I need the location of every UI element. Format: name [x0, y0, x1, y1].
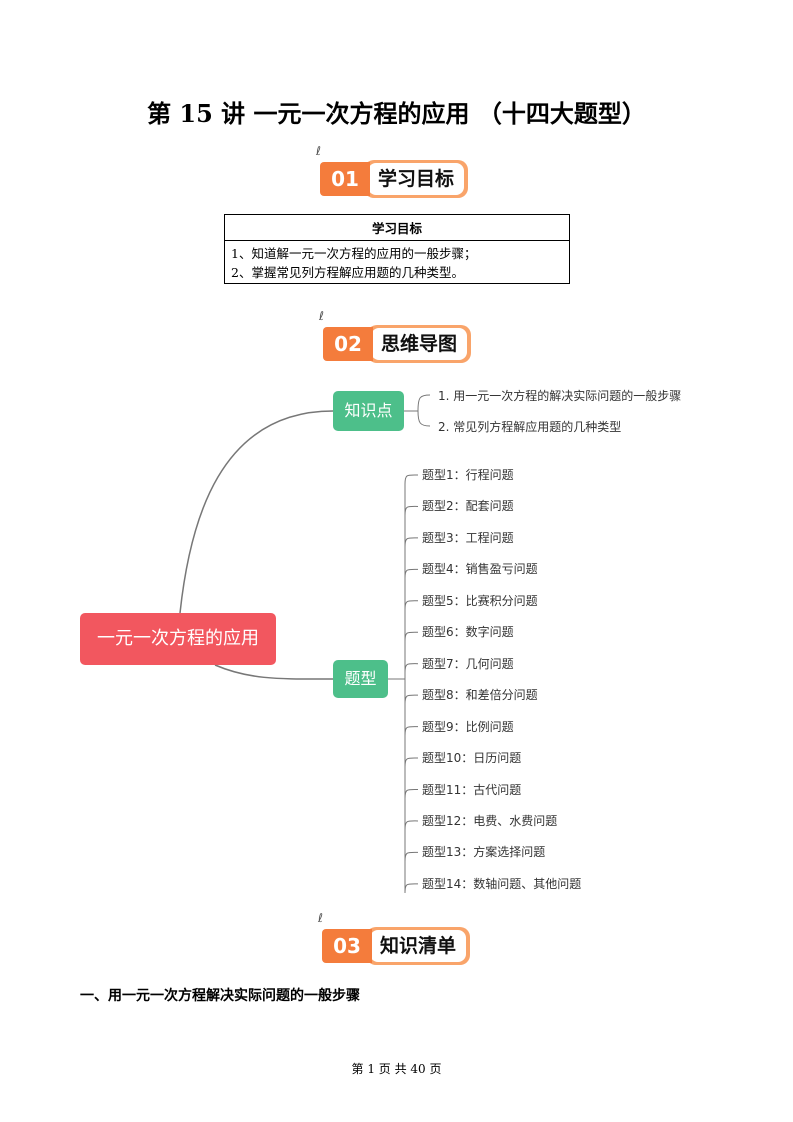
banner-label: 学习目标: [368, 163, 464, 195]
type-item: 题型10：日历问题: [422, 751, 522, 766]
type-item: 题型13：方案选择问题: [422, 845, 546, 860]
objectives-table: 学习目标 1、知道解一元一次方程的应用的一般步骤； 2、掌握常见列方程解应用题的…: [224, 214, 570, 284]
mindmap-root: 一元一次方程的应用: [80, 613, 276, 665]
objectives-body: 1、知道解一元一次方程的应用的一般步骤； 2、掌握常见列方程解应用题的几种类型。: [224, 240, 570, 284]
section-heading: 一、用一元一次方程解决实际问题的一般步骤: [80, 988, 360, 1004]
mindmap-types-node: 题型: [333, 660, 388, 698]
type-branch-line: [404, 851, 419, 862]
type-item: 题型12：电费、水费问题: [422, 813, 558, 828]
type-item: 题型11：古代问题: [422, 782, 522, 797]
type-branch-line: [404, 537, 419, 547]
type-item: 题型5：比赛积分问题: [422, 593, 538, 608]
section-banner-mindmap: ℓ 思维导图 02: [319, 309, 475, 363]
page-title: 第 15 讲 一元一次方程的应用 （十四大题型）: [147, 99, 646, 128]
section-banner-knowledge-list: ℓ 知识清单 03: [318, 911, 474, 965]
type-branch-line: [404, 631, 419, 642]
type-item: 题型7：几何问题: [422, 656, 514, 671]
objectives-header: 学习目标: [224, 214, 570, 241]
page-footer: 第 1 页 共 40 页: [351, 1062, 442, 1076]
banner-label: 思维导图: [371, 328, 467, 360]
type-branch-line: [404, 820, 419, 830]
objective-line: 1、知道解一元一次方程的应用的一般步骤；: [231, 246, 477, 261]
type-branch-line: [404, 788, 419, 799]
type-item: 题型1：行程问题: [422, 468, 514, 482]
type-branch-line: [404, 663, 419, 673]
type-item: 题型9：比例问题: [422, 719, 514, 734]
banner-number: 01: [320, 162, 370, 196]
type-branch-line: [404, 474, 419, 485]
curl-icon: ℓ: [318, 911, 323, 925]
section-banner-objectives: ℓ 学习目标 01: [316, 144, 472, 198]
type-item: 题型4：销售盈亏问题: [422, 562, 538, 577]
objective-line: 2、掌握常见列方程解应用题的几种类型。: [231, 265, 464, 280]
type-item: 题型6：数字问题: [422, 625, 514, 640]
type-branch-line: [404, 694, 419, 705]
banner-label: 知识清单: [370, 930, 466, 962]
type-branch-line: [404, 726, 419, 736]
banner-number: 02: [323, 327, 373, 361]
banner-number: 03: [322, 929, 372, 963]
type-item: 题型3：工程问题: [422, 530, 514, 545]
knowledge-item: 2. 常见列方程解应用题的几种类型: [438, 420, 622, 434]
curl-icon: ℓ: [319, 309, 324, 323]
type-branch-line: [404, 568, 419, 579]
type-item: 题型2：配套问题: [422, 499, 514, 514]
type-branch-line: [404, 883, 419, 893]
type-branch-line: [404, 757, 419, 768]
type-item: 题型8：和差倍分问题: [422, 688, 538, 703]
curl-icon: ℓ: [316, 144, 321, 158]
mindmap-knowledge-node: 知识点: [333, 391, 404, 431]
type-branch-line: [404, 505, 419, 516]
type-item: 题型14：数轴问题、其他问题: [422, 876, 582, 891]
knowledge-item: 1. 用一元一次方程的解决实际问题的一般步骤: [438, 389, 682, 403]
type-branch-line: [404, 600, 419, 610]
